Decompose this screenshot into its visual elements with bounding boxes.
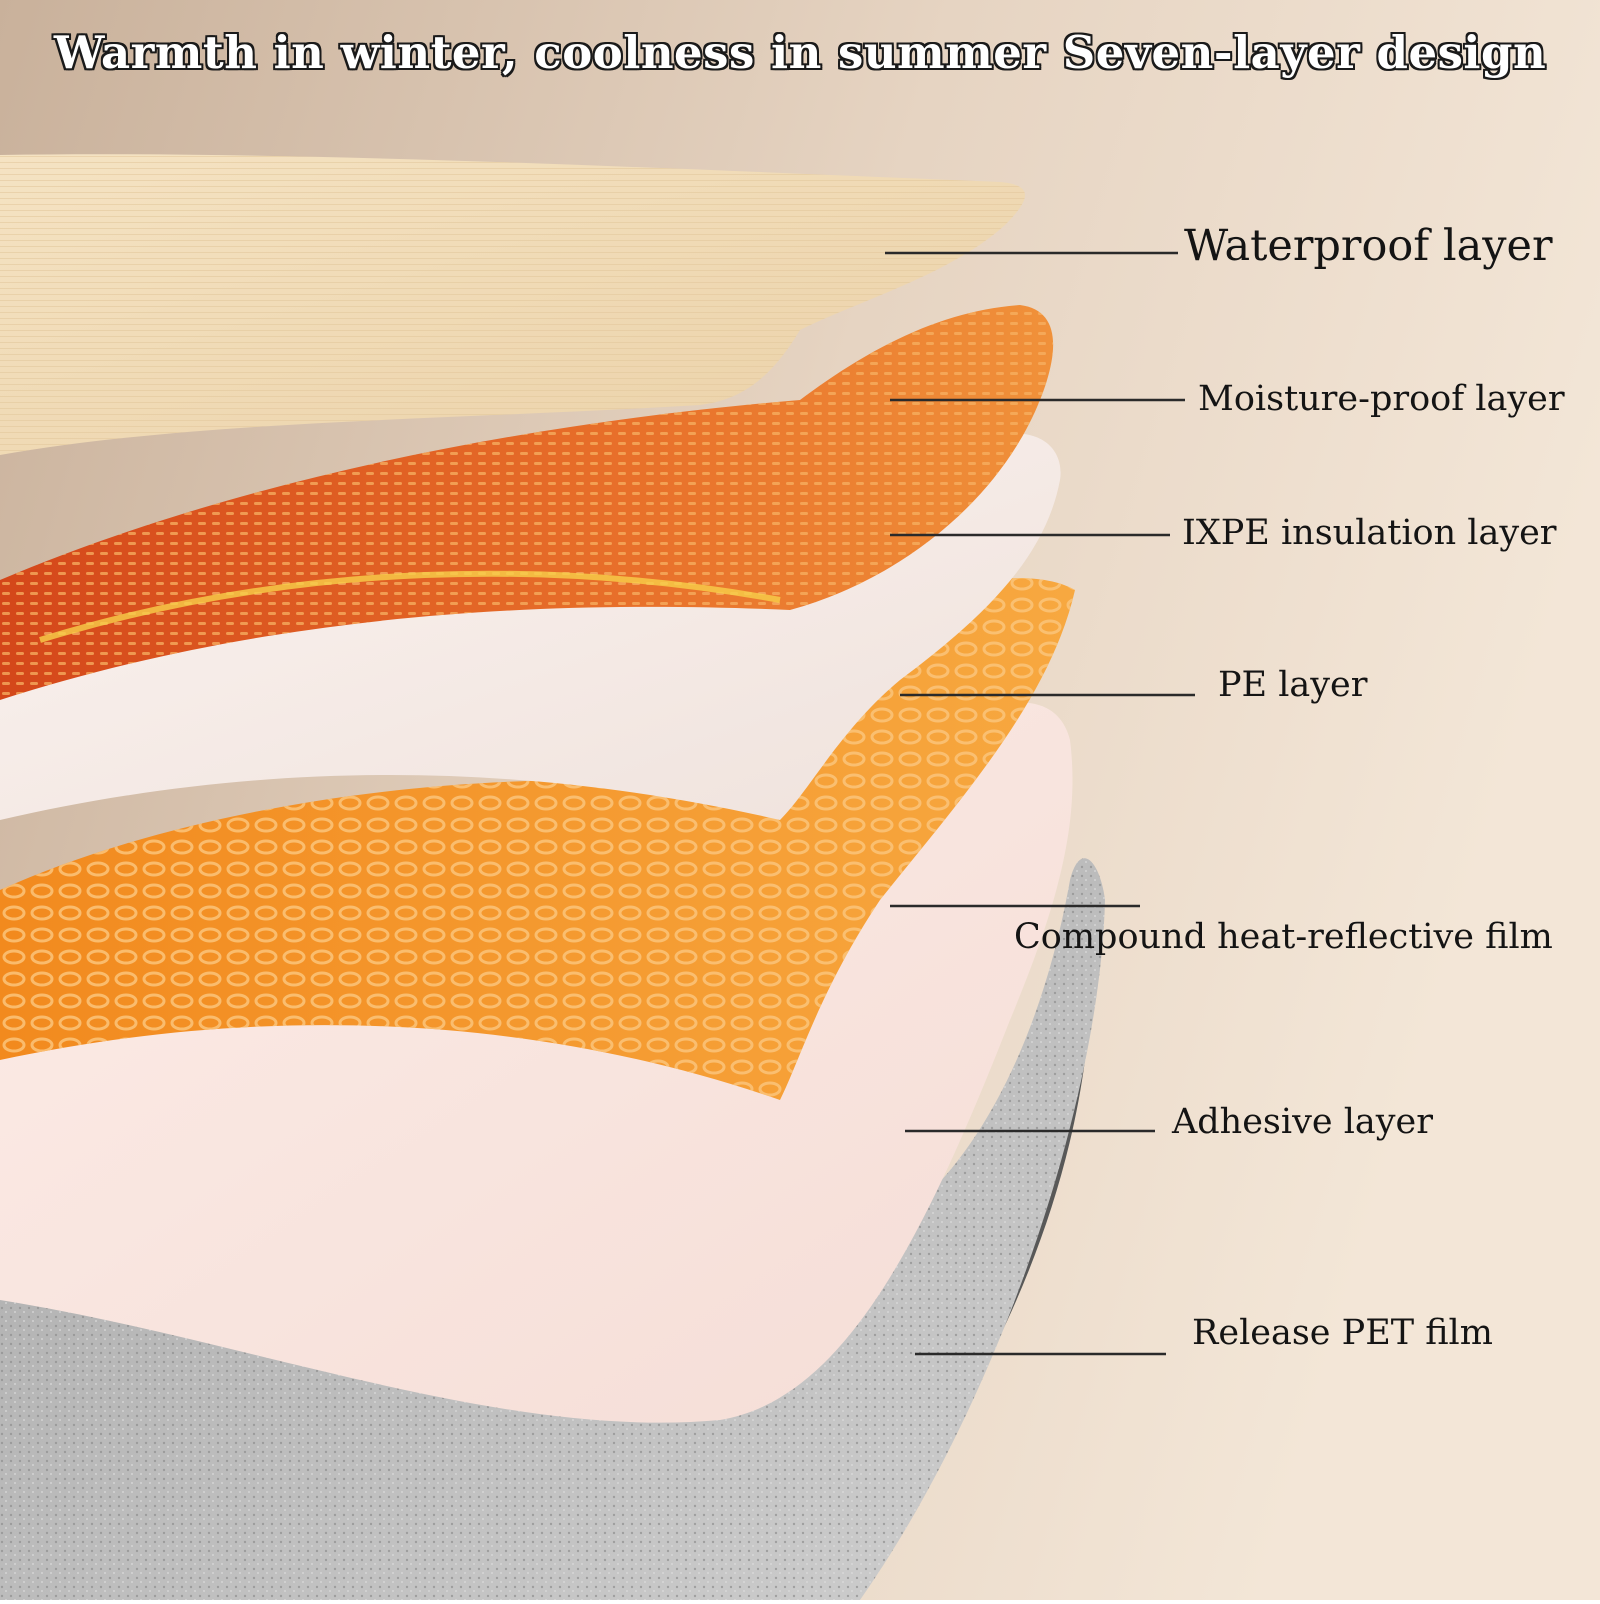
- label-pe-layer: PE layer: [1218, 665, 1368, 705]
- headline: Warmth in winter, coolness in summer Sev…: [53, 26, 1547, 79]
- label-compound-heat-reflective-film: Compound heat-reflective film: [1014, 917, 1553, 957]
- compound-film-shape: [0, 702, 1073, 1423]
- label-ixpe-insulation-layer: IXPE insulation layer: [1182, 513, 1557, 553]
- label-release-pet-film: Release PET film: [1192, 1313, 1493, 1353]
- leader-lines: [885, 251, 1195, 1356]
- label-waterproof-layer: Waterproof layer: [1184, 221, 1553, 271]
- label-adhesive-layer: Adhesive layer: [1172, 1102, 1433, 1142]
- ixpe-insulation-shape: [0, 433, 1061, 820]
- label-moisture-proof-layer: Moisture-proof layer: [1198, 379, 1565, 419]
